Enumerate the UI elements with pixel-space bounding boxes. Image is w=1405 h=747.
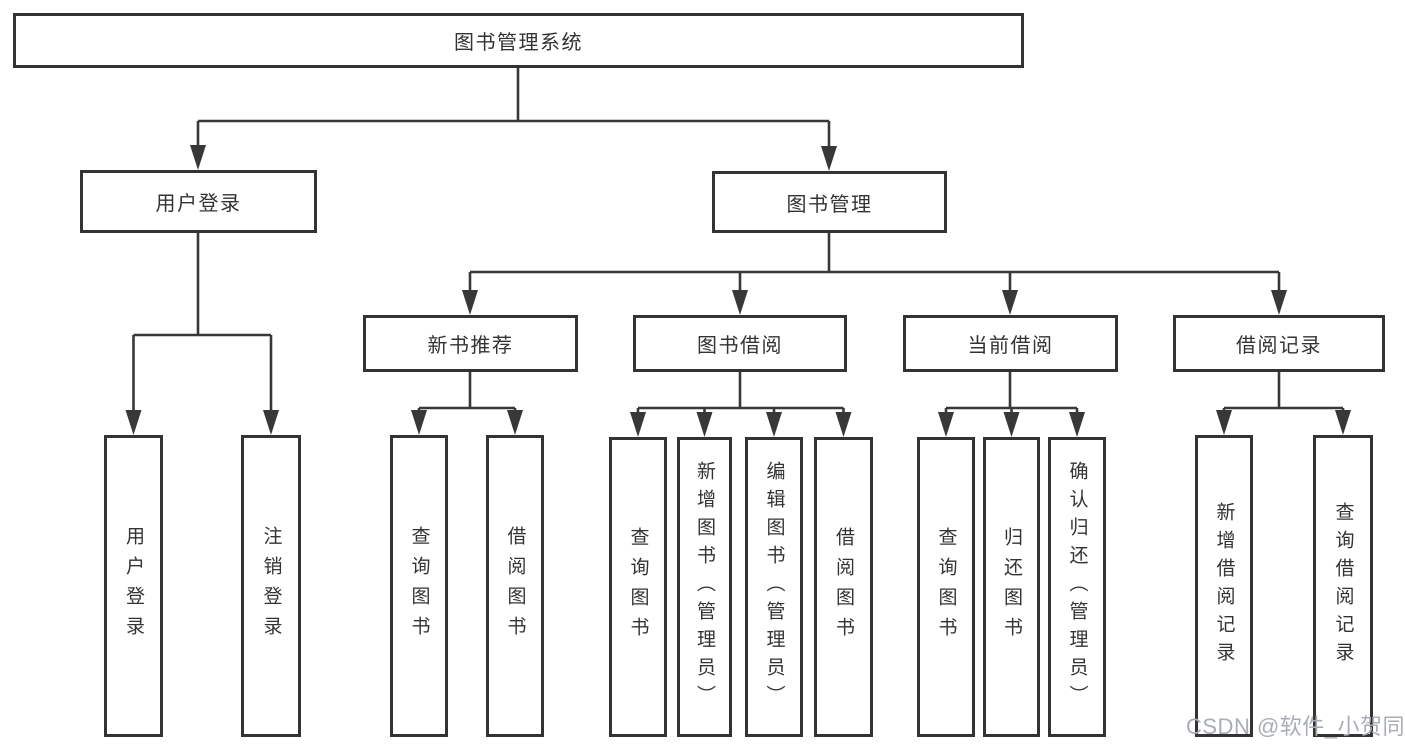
node-root-system: 图书管理系统 [13, 13, 1024, 68]
node-book-management: 图书管理 [712, 171, 947, 233]
leaf-add-borrow-record-label: 新增借阅记录 [1213, 502, 1235, 670]
leaf-borrow-books-1: 借阅图书 [486, 435, 544, 737]
node-new-book-recommend-label: 新书推荐 [427, 335, 514, 357]
node-root-label: 图书管理系统 [454, 32, 583, 54]
node-current-borrowing-label: 当前借阅 [967, 335, 1054, 357]
node-current-borrowing: 当前借阅 [903, 315, 1118, 372]
csdn-watermark: CSDN @软件_小贺同学 [1186, 714, 1405, 739]
leaf-borrow-books-1-label: 借阅图书 [504, 526, 526, 646]
leaf-confirm-return-admin: 确认归还（管理员） [1048, 437, 1106, 737]
leaf-user-login: 用户登录 [104, 435, 163, 737]
leaf-query-books-1-label: 查询图书 [408, 526, 430, 646]
leaf-logout-label: 注销登录 [260, 526, 282, 646]
leaf-query-books-3-label: 查询图书 [935, 527, 957, 647]
leaf-confirm-return-admin-label: 确认归还（管理员） [1066, 461, 1088, 713]
leaf-query-borrow-record-label: 查询借阅记录 [1332, 502, 1354, 670]
leaf-borrow-books-2-label: 借阅图书 [833, 527, 854, 647]
leaf-add-borrow-record: 新增借阅记录 [1195, 435, 1253, 737]
node-new-book-recommend: 新书推荐 [363, 315, 578, 372]
leaf-query-books-2: 查询图书 [609, 437, 667, 737]
leaf-return-books: 归还图书 [983, 437, 1040, 737]
leaf-borrow-books-2: 借阅图书 [814, 437, 873, 737]
leaf-edit-books-admin-label: 编辑图书（管理员） [763, 461, 785, 713]
leaf-add-books-admin-label: 新增图书（管理员） [694, 461, 715, 713]
node-borrowing-records-label: 借阅记录 [1236, 335, 1322, 357]
node-borrowing-records: 借阅记录 [1173, 315, 1385, 372]
leaf-logout: 注销登录 [241, 435, 301, 737]
node-user-login: 用户登录 [80, 170, 317, 233]
leaf-query-books-2-label: 查询图书 [627, 527, 649, 647]
leaf-query-borrow-record: 查询借阅记录 [1313, 435, 1373, 737]
leaf-return-books-label: 归还图书 [1001, 527, 1022, 647]
arrowhead-icons [125, 145, 1351, 437]
leaf-query-books-3: 查询图书 [917, 437, 975, 737]
node-user-login-label: 用户登录 [155, 193, 242, 215]
leaf-edit-books-admin: 编辑图书（管理员） [745, 437, 803, 737]
leaf-query-books-1: 查询图书 [390, 435, 448, 737]
node-book-borrowing: 图书借阅 [633, 315, 847, 372]
node-book-borrowing-label: 图书借阅 [697, 335, 783, 357]
leaf-user-login-label: 用户登录 [123, 526, 144, 646]
node-book-management-label: 图书管理 [786, 193, 873, 216]
leaf-add-books-admin: 新增图书（管理员） [677, 437, 732, 737]
